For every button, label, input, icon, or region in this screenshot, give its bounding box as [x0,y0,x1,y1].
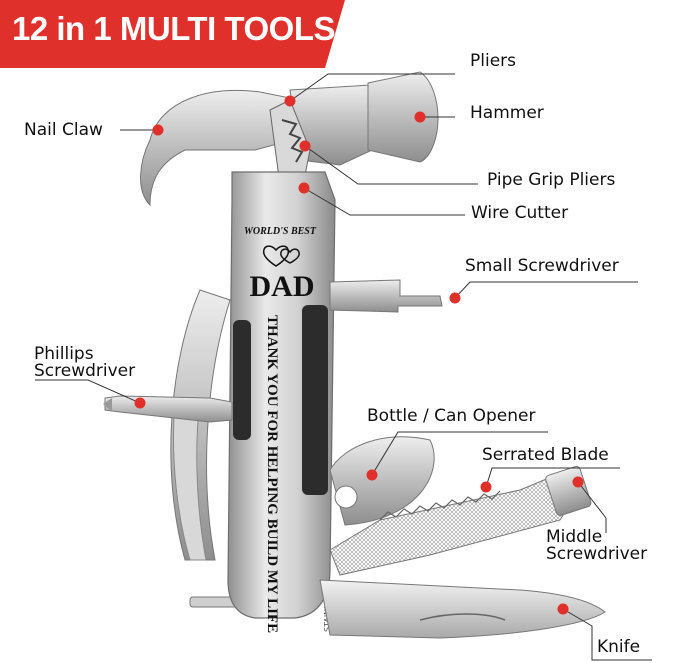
marker-wire-cutter [298,182,310,194]
label-pliers: Pliers [470,51,517,71]
label-knife: Knife [597,637,641,657]
marker-pliers [284,95,296,107]
label-serrated-blade: Serrated Blade [482,445,609,465]
knife-nail-nick [419,613,506,621]
markers [134,95,584,615]
banner-title: 12 in 1 MULTI TOOLS [12,10,335,47]
marker-bottle-opener [366,469,378,481]
phillips-tip [103,398,112,412]
bottle-opener [329,436,435,526]
serration-teeth [379,490,501,521]
nail-claw [140,89,293,207]
label-nail-claw: Nail Claw [24,120,103,140]
label-wire-cutter: Wire Cutter [471,203,569,223]
marker-small-screwdriver [449,292,461,304]
marker-pipe-grip [299,140,311,152]
heart-icon [262,245,300,267]
marker-nail-claw [152,124,164,136]
small-screwdriver [329,279,443,313]
knife-blade [319,579,606,639]
banner-background [0,0,345,68]
engraving-vertical: THANK YOU FOR HELPING BUILD MY LIFE [264,315,280,633]
engraving-main: DAD [250,270,315,303]
label-middle-line2: Screwdriver [546,544,648,564]
marker-phillips [134,397,146,409]
engraving-top: WORLD'S BEST [244,226,317,237]
label-small-screwdriver: Small Screwdriver [465,256,619,276]
label-phillips-line1: Phillips [34,344,94,364]
hammer-face [367,71,439,163]
label-pipe-grip-pliers: Pipe Grip Pliers [487,170,616,190]
plier-teeth [281,119,304,163]
marker-serrated-blade [480,481,492,493]
marker-middle-screwdriver [572,476,584,488]
label-bottle-opener: Bottle / Can Opener [367,406,536,426]
label-phillips-line2: Screwdriver [34,361,136,381]
phillips-screwdriver [104,395,233,423]
marker-knife [557,603,569,615]
handle-insert-left [233,320,251,440]
handle-insert [302,305,328,495]
label-middle-line1: Middle [546,527,603,547]
marker-hammer [414,111,426,123]
left-blade-back [173,399,207,561]
main-handle [227,171,336,619]
opener-hook [334,485,358,509]
label-hammer: Hammer [470,103,544,123]
leader-lines [35,73,652,661]
